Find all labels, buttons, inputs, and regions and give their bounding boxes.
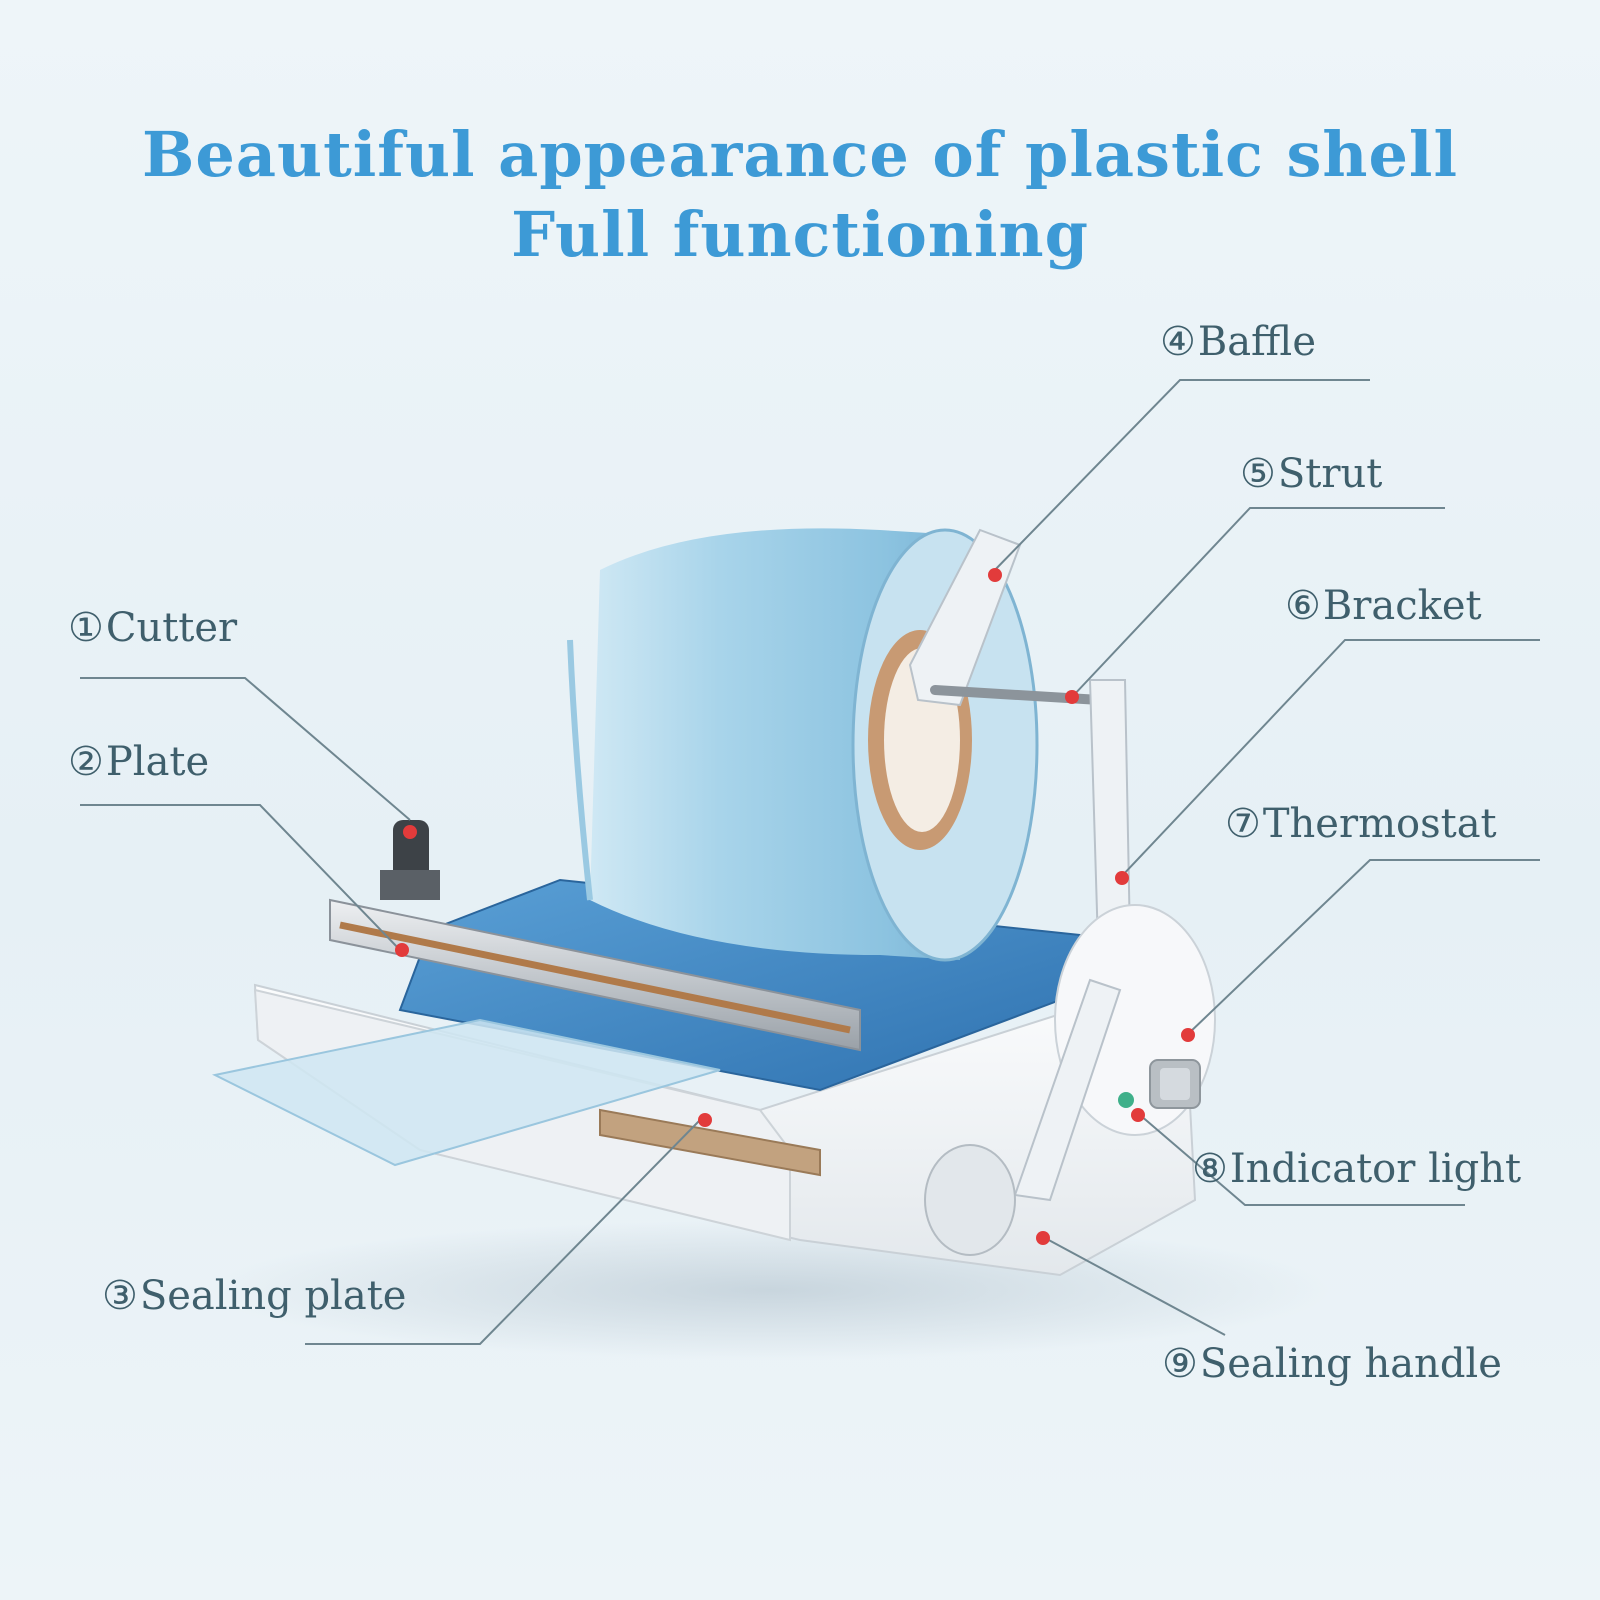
sealing-handle-lever: [1013, 978, 1122, 1202]
marker-sealing-handle: [1036, 1231, 1050, 1245]
label-sealing-plate: ③Sealing plate: [102, 1273, 407, 1319]
marker-bracket: [1115, 871, 1129, 885]
marker-baffle: [988, 568, 1002, 582]
label-plate: ②Plate: [68, 739, 210, 785]
handle-hub: [924, 1144, 1016, 1256]
leader-thermostat: [1186, 859, 1540, 1036]
label-indicator-light: ⑧Indicator light: [1192, 1146, 1522, 1192]
marker-plate: [395, 943, 409, 957]
headline-line-2: Full functioning: [511, 198, 1089, 271]
indicator-lamp: [1118, 1092, 1134, 1108]
marker-thermostat: [1181, 1028, 1195, 1042]
thermostat-knob: [1149, 1059, 1201, 1109]
headline-line-1: Beautiful appearance of plastic shell: [141, 118, 1459, 191]
leader-plate: [80, 804, 401, 951]
marker-dots: [395, 568, 1195, 1245]
leader-sealing-handle: [1044, 1237, 1226, 1336]
pouch-strip: [211, 1018, 721, 1167]
leader-indicator-light: [1139, 1114, 1465, 1206]
label-sealing-handle: ⑨Sealing handle: [1162, 1341, 1502, 1387]
marker-indicator-light: [1131, 1108, 1145, 1122]
leader-baffle: [989, 379, 1370, 576]
label-cutter: ①Cutter: [68, 605, 238, 651]
marker-cutter: [403, 825, 417, 839]
leader-sealing-plate: [305, 1119, 701, 1345]
label-strut: ⑤Strut: [1240, 451, 1383, 497]
label-thermostat: ⑦Thermostat: [1225, 801, 1497, 847]
leader-cutter: [80, 677, 411, 821]
leader-bracket: [1119, 639, 1540, 879]
cutter: [380, 820, 440, 900]
label-bracket: ⑥Bracket: [1285, 583, 1482, 629]
leader-lines: [80, 379, 1540, 1345]
marker-strut: [1065, 690, 1079, 704]
leader-strut: [1071, 507, 1445, 698]
label-baffle: ④Baffle: [1160, 319, 1316, 365]
lower-sealing-plate: [599, 1108, 821, 1177]
marker-sealing-plate: [698, 1113, 712, 1127]
